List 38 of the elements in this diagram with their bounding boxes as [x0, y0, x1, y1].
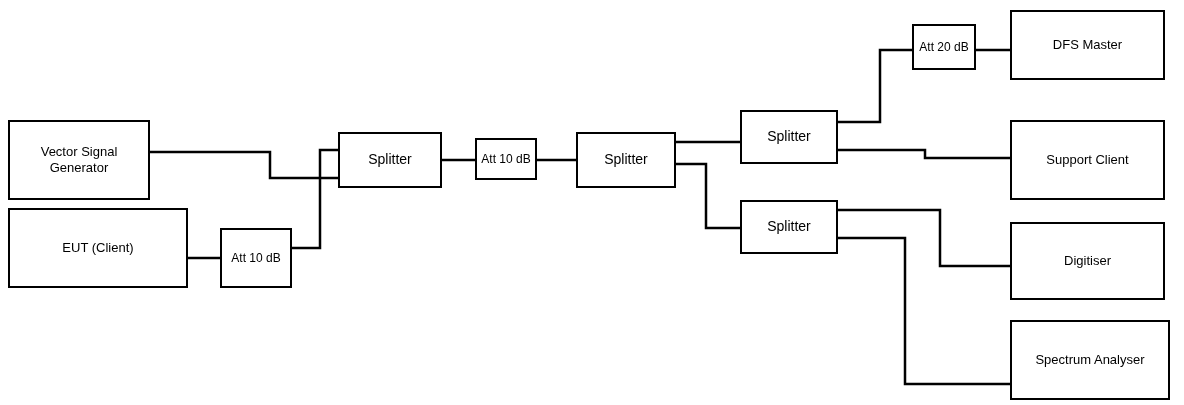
block-box	[1010, 320, 1170, 400]
block-label: Digitiser	[1064, 252, 1111, 270]
block-label: Splitter	[368, 151, 412, 169]
block-box	[1010, 10, 1165, 80]
block-label: DFS Master	[1052, 36, 1123, 54]
connector-line	[188, 256, 220, 260]
connector-line	[292, 148, 338, 250]
block-box	[1010, 222, 1165, 300]
block-label: Att 10 dB	[231, 250, 281, 266]
block-label: Support Client	[1046, 151, 1129, 169]
block-box	[1010, 120, 1165, 200]
block-box	[338, 132, 442, 188]
block-box	[220, 228, 292, 288]
block-label: Vector Signal Generator	[39, 143, 119, 177]
connector-line	[838, 148, 1010, 160]
block-label: Spectrum Analyser	[1035, 351, 1145, 369]
connector-line	[976, 48, 1010, 52]
block-box	[740, 200, 838, 254]
block-label: Att 10 dB	[481, 151, 531, 167]
block-label: Att 20 dB	[919, 39, 969, 55]
block-box	[912, 24, 976, 70]
connector-line	[676, 140, 740, 144]
block-box	[8, 208, 188, 288]
block-box	[740, 110, 838, 164]
connector-line	[838, 208, 1010, 268]
block-label: Splitter	[767, 128, 811, 146]
block-label: Splitter	[604, 151, 648, 169]
connector-line	[442, 158, 475, 162]
connector-line	[150, 150, 338, 180]
block-box	[475, 138, 537, 180]
block-box	[8, 120, 150, 200]
block-label: Splitter	[767, 218, 811, 236]
connector-line	[676, 162, 740, 230]
connector-line	[537, 158, 576, 162]
connector-line	[838, 236, 1010, 386]
connector-line	[838, 48, 912, 124]
block-box	[576, 132, 676, 188]
block-label: EUT (Client)	[62, 239, 134, 257]
